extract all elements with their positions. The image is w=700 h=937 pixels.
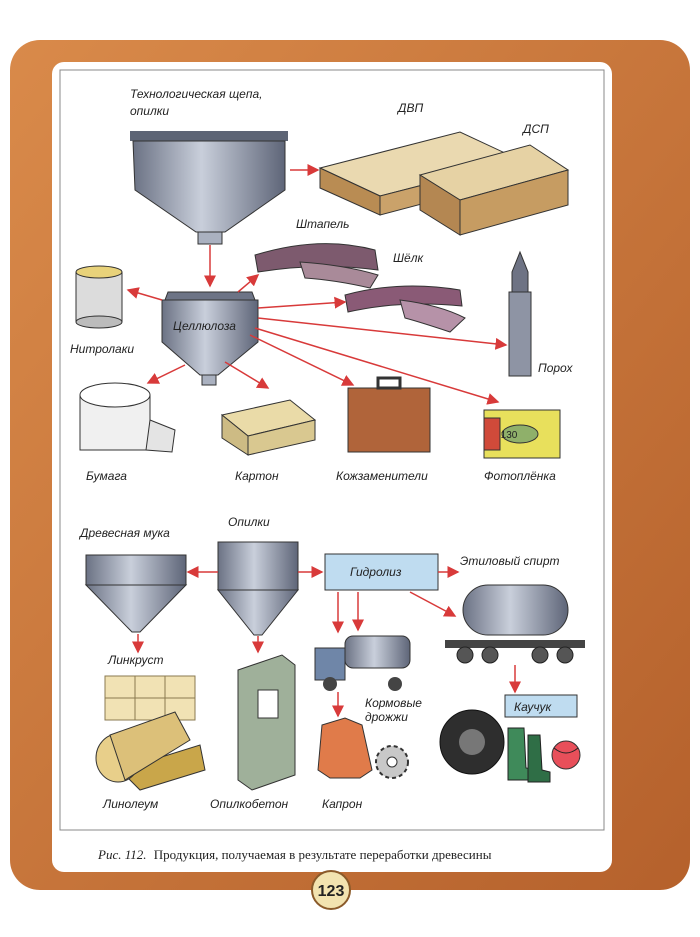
film-badge-text: 130 [501, 430, 518, 441]
rubber-box [504, 694, 578, 718]
figure-caption-prefix: Рис. 112. [97, 847, 147, 862]
staple-fabric-icon [254, 243, 379, 289]
truck-icon [314, 635, 411, 691]
wood-flour-hopper [84, 554, 188, 633]
bottom-arrows [132, 566, 521, 718]
chips-label: Технологическая щепа, [130, 87, 262, 101]
top-arrows [126, 164, 508, 405]
lincrust-tiles-icon [104, 675, 196, 721]
linoleum-label: Линолеум [102, 797, 158, 811]
chips-hopper [130, 131, 288, 245]
boots-icon [507, 727, 551, 783]
photofilm-box-icon [483, 409, 561, 459]
lincrust-label: Линкруст [107, 653, 163, 667]
tank-car-icon [445, 584, 585, 664]
hydrolysis-box [324, 553, 439, 591]
linoleum-roll-icon [95, 711, 206, 791]
chips-label-2: опилки [130, 104, 169, 118]
sawdust-concrete-block-icon [237, 654, 296, 791]
powder-cartridge-icon [508, 250, 532, 377]
paper-roll-icon [79, 382, 176, 453]
silk-label: Шёлк [393, 251, 424, 265]
tire-icon [439, 709, 505, 775]
dsp-label: ДСП [521, 122, 549, 136]
briefcase-icon [347, 376, 431, 453]
figure-caption-text: Продукция, получаемая в результате перер… [154, 847, 492, 862]
paper-label: Бумага [86, 469, 127, 483]
powder-label: Порох [538, 361, 573, 375]
silk-fabric-icon [344, 285, 466, 333]
leather-substitute-label: Кожзаменители [336, 469, 428, 483]
feed-yeast-label: Кормовые [365, 696, 422, 710]
rubber-label: Каучук [514, 700, 553, 714]
kapron-label: Капрон [322, 797, 363, 811]
dsp-board-icon [418, 144, 570, 236]
cellulose-tank [161, 291, 259, 386]
feed-yeast-label-2: дрожжи [365, 710, 408, 724]
nitrolacquer-can-icon [75, 265, 123, 329]
photofilm-label: Фотоплёнка [484, 469, 556, 483]
ball-icon [551, 740, 581, 770]
hydrolysis-label: Гидролиз [350, 565, 402, 579]
nitrolacquer-label: Нитролаки [70, 342, 134, 356]
dvp-label: ДВП [396, 101, 423, 115]
cellulose-label: Целлюлоза [173, 319, 236, 333]
jacket-icon [317, 717, 373, 779]
page-number-badge [311, 870, 351, 910]
ethyl-alcohol-label: Этиловый спирт [460, 554, 560, 568]
sawdust-label: Опилки [228, 515, 270, 529]
wood-flour-label: Древесная мука [78, 526, 170, 540]
figure-caption: Рис. 112. Продукция, получаемая в резуль… [97, 847, 492, 862]
cardboard-label: Картон [235, 469, 279, 483]
page-number: 123 [318, 883, 345, 900]
gear-icon [375, 745, 409, 779]
white-panel [52, 62, 612, 872]
sawdust-hopper [216, 541, 300, 636]
cardboard-box-icon [220, 399, 317, 456]
sawdust-concrete-label: Опилкобетон [210, 797, 289, 811]
staple-label: Штапель [296, 217, 349, 231]
inner-border [59, 69, 605, 831]
